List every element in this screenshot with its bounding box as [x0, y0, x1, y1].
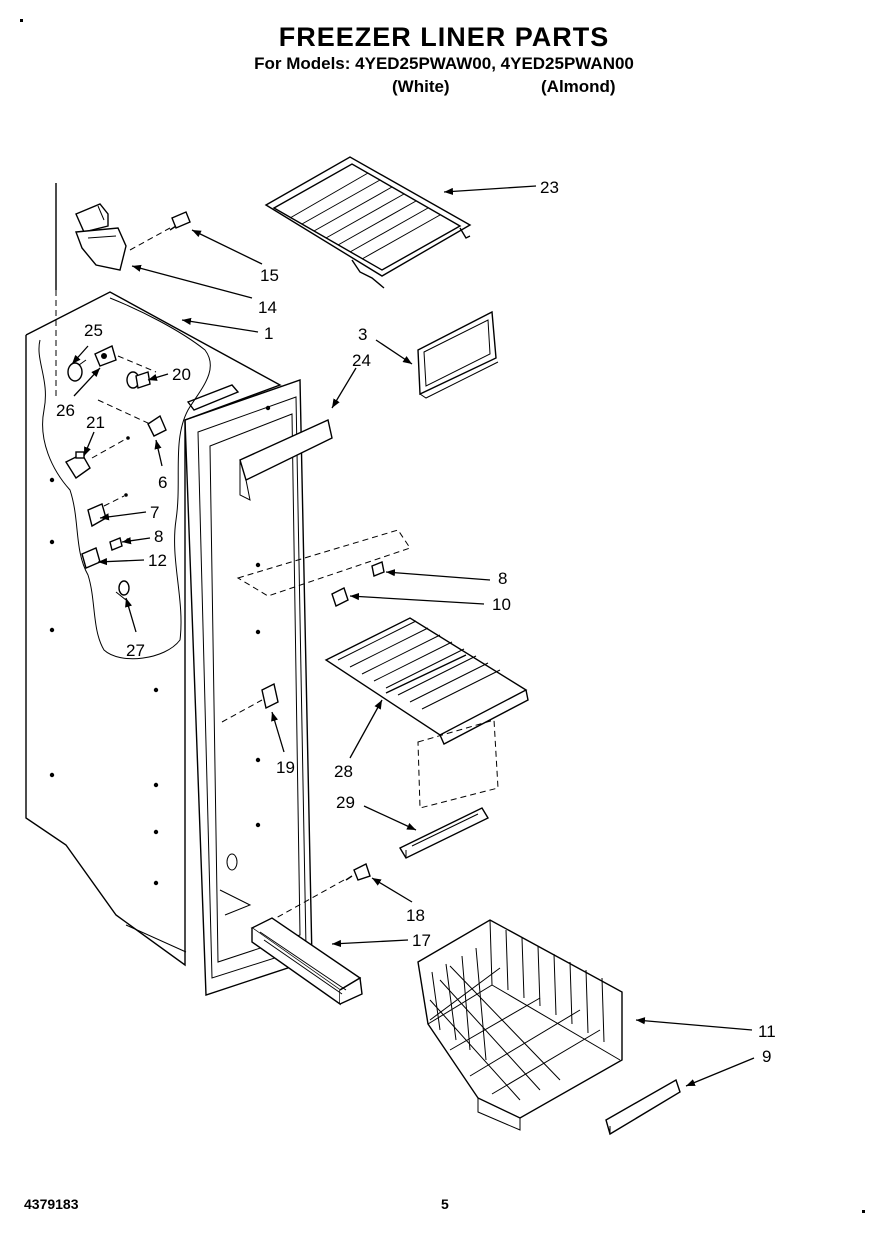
part-7-hinge — [87, 493, 128, 528]
part-8-block-left — [109, 537, 130, 551]
callout-8-left: 8 — [154, 527, 163, 546]
part-6-clip — [97, 399, 167, 437]
callout-10: 10 — [492, 595, 511, 614]
variant-almond-label: (Almond) — [541, 77, 616, 96]
part-26-light-socket — [94, 345, 157, 373]
callout-7: 7 — [150, 503, 159, 522]
part-27-plug — [115, 580, 130, 601]
document-number: 4379183 — [24, 1196, 79, 1212]
callout-25: 25 — [84, 321, 103, 340]
leader-lines — [71, 185, 755, 1087]
callout-8-right: 8 — [498, 569, 507, 588]
scan-dot — [862, 1210, 865, 1213]
callout-19: 19 — [276, 758, 295, 777]
part-19-clip — [221, 682, 279, 723]
part-10-clip — [331, 587, 349, 607]
part-9-basket-trim — [605, 1078, 681, 1136]
page-title: FREEZER LINER PARTS — [278, 22, 610, 52]
callout-3: 3 — [358, 325, 367, 344]
callout-21: 21 — [86, 413, 105, 432]
callout-24: 24 — [352, 351, 371, 370]
callout-1: 1 — [264, 324, 273, 343]
callout-11: 11 — [758, 1022, 776, 1041]
callout-20: 20 — [172, 365, 191, 384]
part-28-wire-shelf — [236, 529, 529, 809]
part-25-light-bulb — [67, 359, 87, 382]
models-subtitle: For Models: 4YED25PWAW00, 4YED25PWAN00 — [254, 54, 634, 73]
callout-27: 27 — [126, 641, 145, 660]
part-18-screw — [275, 863, 371, 919]
part-8-block-right — [371, 561, 385, 577]
callout-17: 17 — [412, 931, 431, 950]
part-15-screw — [129, 211, 191, 251]
callout-9: 9 — [762, 1047, 771, 1066]
callout-23: 23 — [540, 178, 559, 197]
callout-29: 29 — [336, 793, 355, 812]
callout-18: 18 — [406, 906, 425, 925]
part-11-wire-basket — [417, 919, 623, 1131]
callout-26: 26 — [56, 401, 75, 420]
callout-12: 12 — [148, 551, 167, 570]
callout-labels: 23 15 14 1 3 24 25 26 20 21 6 7 8 12 27 … — [56, 178, 776, 1066]
part-3-frame — [417, 310, 499, 399]
page-number: 5 — [441, 1196, 449, 1212]
callout-6: 6 — [158, 473, 167, 492]
part-21-switch — [64, 436, 130, 480]
variant-white-label: (White) — [392, 77, 450, 96]
part-14-bracket — [75, 203, 127, 271]
scan-dot — [20, 19, 23, 22]
part-17-front-trim — [250, 917, 363, 1006]
part-12-bracket — [81, 547, 101, 569]
part-23-shelf — [264, 156, 472, 289]
callout-14: 14 — [258, 298, 277, 317]
part-20-fastener — [126, 371, 151, 389]
part-29-trim — [399, 807, 489, 859]
callout-28: 28 — [334, 762, 353, 781]
callout-15: 15 — [260, 266, 279, 285]
part-24-cover — [239, 419, 333, 501]
